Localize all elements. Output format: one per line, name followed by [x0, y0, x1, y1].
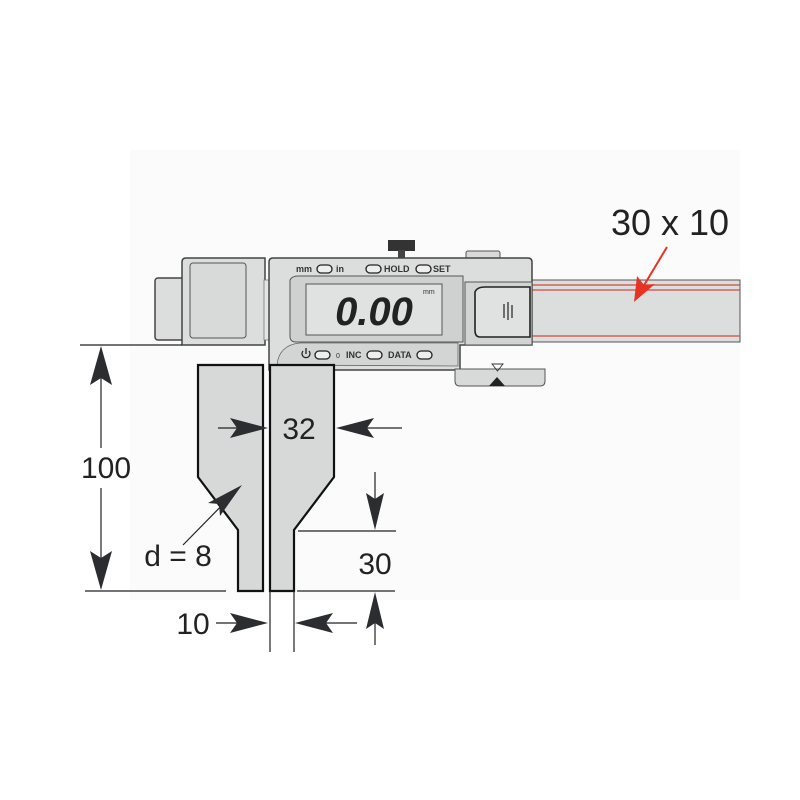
label-inc: INC: [346, 350, 362, 360]
label-hold: HOLD: [384, 264, 410, 274]
lock-screw-stem: [398, 250, 405, 258]
beam-section-label: 30 x 10: [611, 202, 729, 243]
hold-button[interactable]: [365, 264, 382, 274]
triangle-marker-icon: [491, 363, 504, 372]
label-mm: mm: [296, 264, 312, 274]
dim-tip-width-label: 10: [176, 608, 209, 641]
label-zero: 0: [336, 353, 340, 360]
dim-height-label: 100: [81, 452, 131, 485]
label-in: in: [336, 264, 344, 274]
label-data: DATA: [388, 350, 412, 360]
label-set: SET: [433, 264, 451, 274]
index-mark-icon: [489, 377, 505, 386]
power-zero-button[interactable]: [314, 350, 331, 360]
dim-gap-label: 32: [282, 413, 315, 446]
side-button[interactable]: [464, 281, 533, 346]
left-jaw: [196, 363, 265, 593]
power-icon: [301, 348, 311, 359]
thumb-roller[interactable]: [454, 363, 546, 387]
dimension-lines: [80, 344, 402, 652]
set-button[interactable]: [415, 264, 432, 274]
data-button[interactable]: [416, 350, 433, 360]
beam: [529, 279, 741, 343]
lcd-unit: mm: [423, 289, 435, 296]
callout-arrow: [634, 246, 668, 302]
lock-screw[interactable]: [388, 240, 415, 251]
lcd-reading: 0.00: [335, 290, 413, 334]
dim-tip-length-label: 30: [358, 548, 391, 581]
dim-diameter-label: d = 8: [144, 540, 212, 573]
fixed-head: [154, 257, 271, 346]
mm-in-button[interactable]: [316, 264, 333, 274]
inc-button[interactable]: [366, 350, 383, 360]
